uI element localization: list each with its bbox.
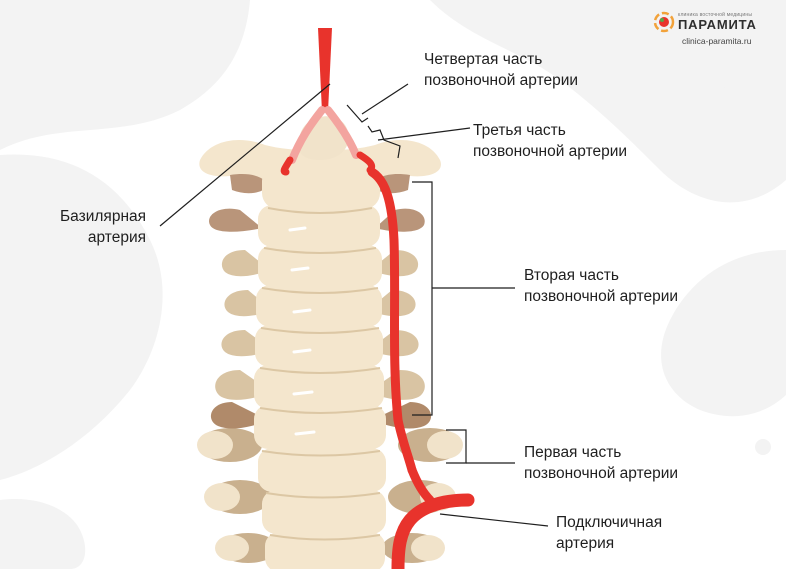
clinic-logo: клиника восточной медицины ПАРАМИТА clin… [654, 12, 764, 46]
leader-lines [159, 83, 549, 527]
subclavian-artery [391, 493, 475, 569]
vertebral-bodies [254, 165, 386, 569]
basilar-artery [318, 28, 332, 112]
label-basilar-artery: Базилярная артерия [60, 208, 147, 246]
label-third-part: Третья часть позвоночной артерии [473, 122, 628, 160]
arteries [280, 28, 475, 569]
vertebral-artery-fourth-part [288, 106, 326, 164]
logo-name: ПАРАМИТА [678, 17, 757, 32]
atlas-axis [199, 116, 441, 194]
label-subclavian-artery: Подключичная артерия [556, 514, 663, 552]
logo-site: clinica-paramita.ru [682, 36, 752, 46]
logo-tagline: клиника восточной медицины [678, 12, 753, 18]
label-fourth-part: Четвертая часть позвоночной артерии [424, 51, 579, 89]
vertebral-artery-third-part [280, 156, 294, 176]
vertebral-artery-second-part [367, 167, 417, 475]
label-second-part: Вторая часть позвоночной артерии [524, 267, 679, 305]
vertebral-artery-first-part [407, 465, 435, 505]
logo-mark [653, 11, 675, 33]
label-first-part: Первая часть позвоночной артерии [524, 444, 679, 482]
